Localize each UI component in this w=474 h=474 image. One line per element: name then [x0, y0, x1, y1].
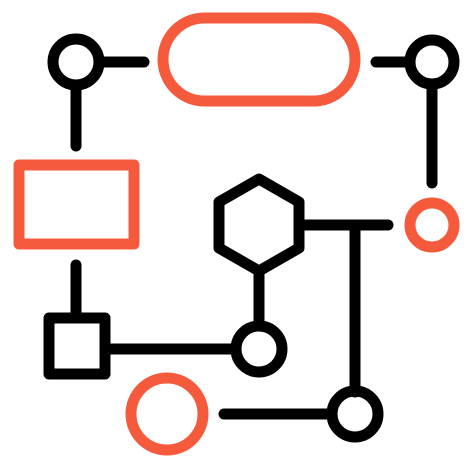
node-circle-right [404, 197, 460, 253]
terminal-pill-top [157, 12, 361, 107]
node-circle-center [230, 320, 288, 378]
node-circle-top-right [404, 34, 460, 90]
node-circle-top-left [47, 33, 105, 91]
process-rect-left [13, 159, 140, 250]
node-circle-bottom-right [326, 385, 384, 443]
node-circle-bottom-left [125, 372, 209, 456]
hexagon-node-center [213, 173, 305, 277]
square-node-bottom-left [43, 312, 111, 380]
